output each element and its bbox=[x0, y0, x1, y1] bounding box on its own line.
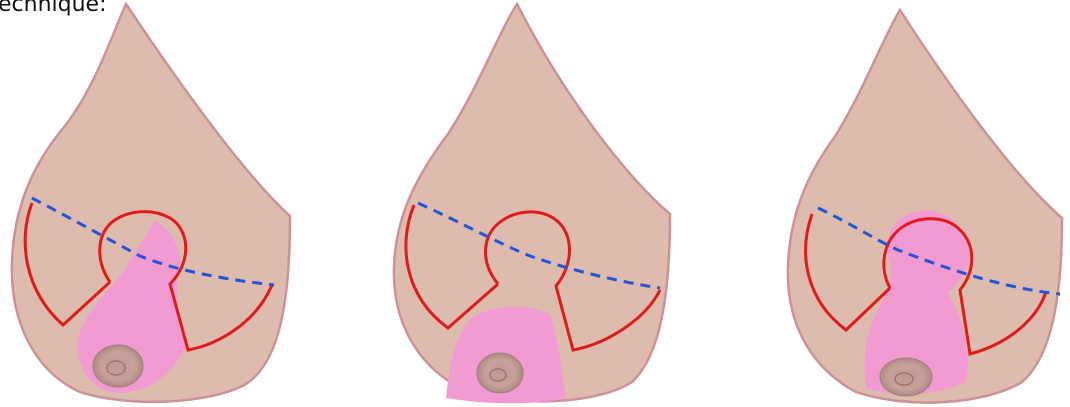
panel-3 bbox=[788, 10, 1062, 403]
areola-icon bbox=[880, 358, 932, 396]
areola-icon bbox=[477, 353, 523, 393]
areola-icon bbox=[93, 345, 143, 387]
panel-2 bbox=[394, 4, 670, 403]
panel-1 bbox=[12, 4, 290, 402]
